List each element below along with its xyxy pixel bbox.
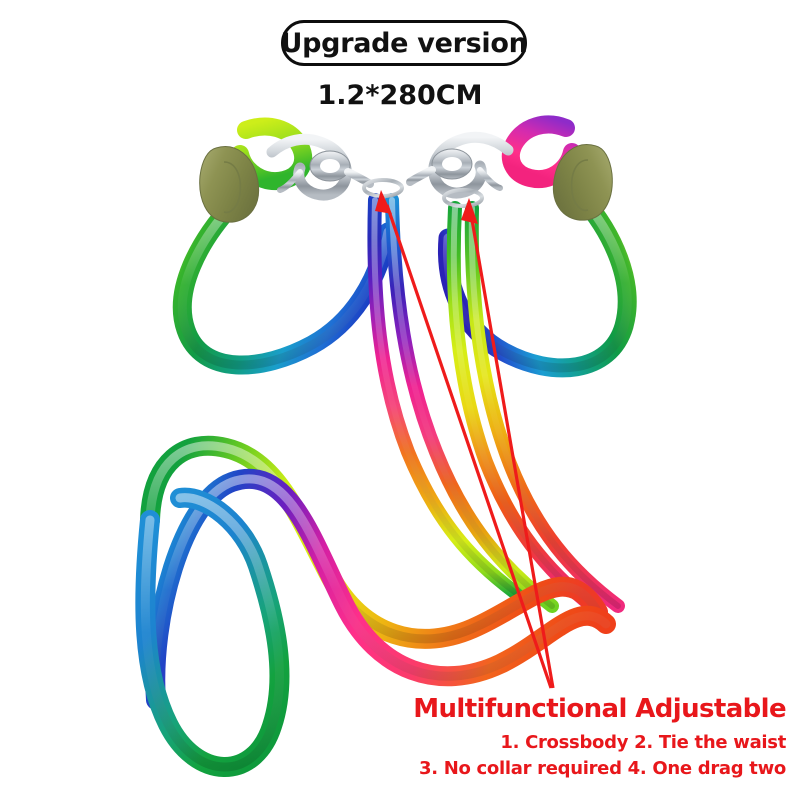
right-hardware-assembly (406, 115, 613, 221)
arrowhead-right (461, 198, 478, 224)
annotation-feature-line-2: 3. No collar required 4. One drag two (419, 758, 786, 779)
upgrade-version-badge: Upgrade version (280, 20, 528, 66)
left-snap-hook (266, 133, 374, 201)
left-o-ring (362, 178, 404, 198)
arrowhead-left (375, 190, 392, 214)
right-sleeve (552, 144, 613, 221)
product-size-label: 1.2*280CM (317, 80, 483, 111)
left-hardware-assembly (199, 117, 404, 223)
leash-strand-group (367, 193, 625, 613)
left-handle-loop (172, 195, 398, 375)
annotation-arrows (375, 190, 555, 689)
left-sleeve (199, 146, 260, 223)
right-o-ring (442, 188, 484, 208)
upgrade-version-label: Upgrade version (280, 27, 528, 59)
right-snap-hook (406, 131, 514, 199)
annotation-headline: Multifunctional Adjustable (413, 694, 786, 724)
lower-cable-sweep (135, 435, 616, 777)
annotation-feature-line-1: 1. Crossbody 2. Tie the waist (500, 732, 786, 753)
